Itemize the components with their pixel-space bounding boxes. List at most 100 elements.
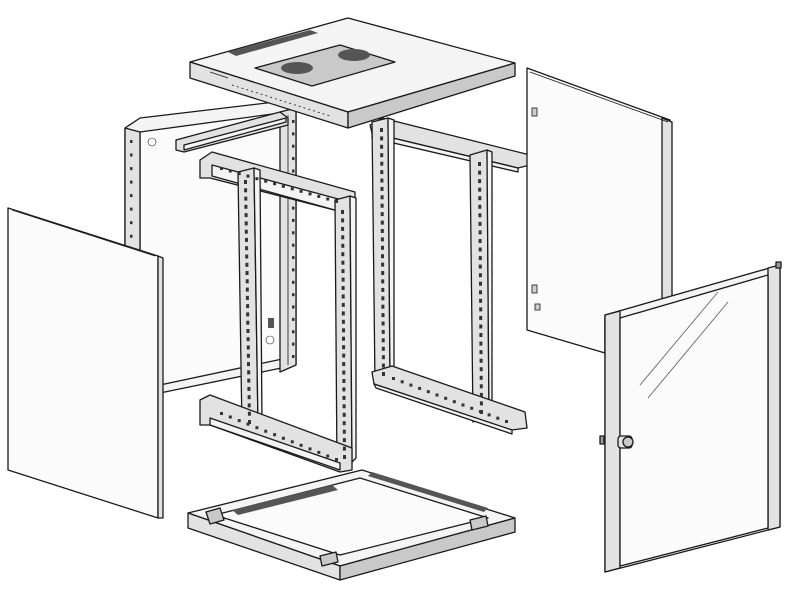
rail-hole [290, 440, 294, 444]
rail-hole [342, 362, 346, 367]
rail-hole [341, 226, 345, 231]
rail-hole [273, 433, 277, 437]
rail-hole [264, 429, 268, 433]
rail-hole [381, 296, 385, 301]
rail-hole [479, 315, 483, 320]
mounting-hole [292, 243, 295, 247]
mounting-hole [130, 140, 133, 143]
rail-hole [247, 370, 251, 375]
rail-hole [343, 455, 346, 459]
rail-hole [381, 245, 384, 250]
rail-hole [317, 194, 321, 198]
rail-hole [308, 192, 312, 196]
rail-hole [245, 237, 248, 242]
rail-hole [418, 386, 422, 390]
rail-hole [341, 302, 345, 307]
rail-hole [505, 420, 508, 423]
rail-hole [461, 403, 465, 407]
rail-hole [341, 243, 345, 248]
rail-hole [245, 287, 249, 292]
rail-hole [479, 281, 482, 286]
rail-hole [479, 290, 482, 295]
rail-hole [380, 229, 384, 233]
rail-hole [246, 320, 250, 325]
front-glass-door [599, 261, 782, 573]
rail-hole [220, 167, 223, 170]
rail-hole [246, 422, 250, 426]
mounting-hole [292, 330, 295, 334]
rail-hole [341, 311, 345, 316]
bottom-base [187, 469, 516, 581]
mounting-hole [292, 305, 295, 309]
mounting-hole [292, 280, 295, 284]
rail-hole [245, 295, 249, 300]
rail-hole [342, 446, 346, 451]
rail-hole [244, 229, 248, 234]
rail-hole [244, 213, 248, 218]
rail-hole [380, 203, 384, 208]
rail-hole [341, 260, 345, 265]
rail-hole [478, 239, 482, 243]
rail-hole [237, 419, 241, 423]
rail-hole [247, 411, 251, 416]
rail-hole [246, 329, 250, 333]
rail-hole [381, 287, 385, 292]
rail-hole [426, 390, 430, 394]
rail-hole [245, 254, 249, 259]
glass-reflection [639, 291, 729, 399]
rail-hole [247, 386, 251, 391]
base-vent-slots-right [368, 472, 488, 512]
base-vent-slots-left [232, 485, 338, 515]
rail-hole [479, 358, 483, 363]
rail-hole [244, 221, 248, 226]
rail-hole [496, 416, 500, 420]
rail-hole [342, 387, 346, 392]
rail-hole [273, 182, 277, 186]
mounting-hole [130, 180, 133, 184]
rail-hole [342, 429, 346, 434]
rail-hole [342, 370, 346, 375]
rail-hole [247, 395, 251, 400]
rail-hole [444, 396, 448, 400]
rail-hole [342, 336, 345, 341]
rail-hole [479, 392, 483, 397]
front-rack-frame [199, 151, 357, 473]
rail-hole [380, 161, 384, 166]
top-cover-edge-perforation [209, 71, 331, 117]
door-lock-handle-icon[interactable] [617, 435, 634, 449]
rail-hole [244, 196, 248, 201]
door-glass-pane [619, 274, 769, 567]
rail-hole [478, 410, 482, 414]
rail-hole [381, 338, 385, 343]
rail-hole [237, 172, 241, 176]
rail-hole [341, 210, 344, 214]
rail-hole [341, 269, 345, 274]
rail-hole [487, 413, 491, 417]
rail-hole [409, 383, 413, 387]
rail-hole [478, 221, 482, 226]
right-panel-hinges [531, 107, 541, 311]
rail-hole [246, 312, 250, 317]
rail-hole [479, 307, 483, 312]
rail-hole [479, 324, 483, 329]
rail-hole [245, 279, 249, 284]
rail-hole [435, 393, 439, 397]
fan-grille-left [281, 62, 313, 74]
mounting-hole [292, 342, 295, 346]
rail-hole [478, 196, 482, 201]
rail-hole [380, 144, 384, 149]
rail-hole [479, 350, 483, 355]
rail-hole [264, 179, 268, 183]
rail-hole [342, 421, 346, 426]
rail-hole [342, 395, 346, 400]
rail-hole [478, 264, 482, 269]
rail-hole [246, 304, 250, 309]
mounting-hole [292, 293, 295, 297]
rail-hole [381, 355, 385, 360]
mounting-hole [130, 234, 133, 238]
rail-hole [452, 400, 456, 404]
rail-hole [220, 412, 223, 415]
rail-hole [255, 177, 259, 181]
rail-hole [381, 321, 385, 326]
